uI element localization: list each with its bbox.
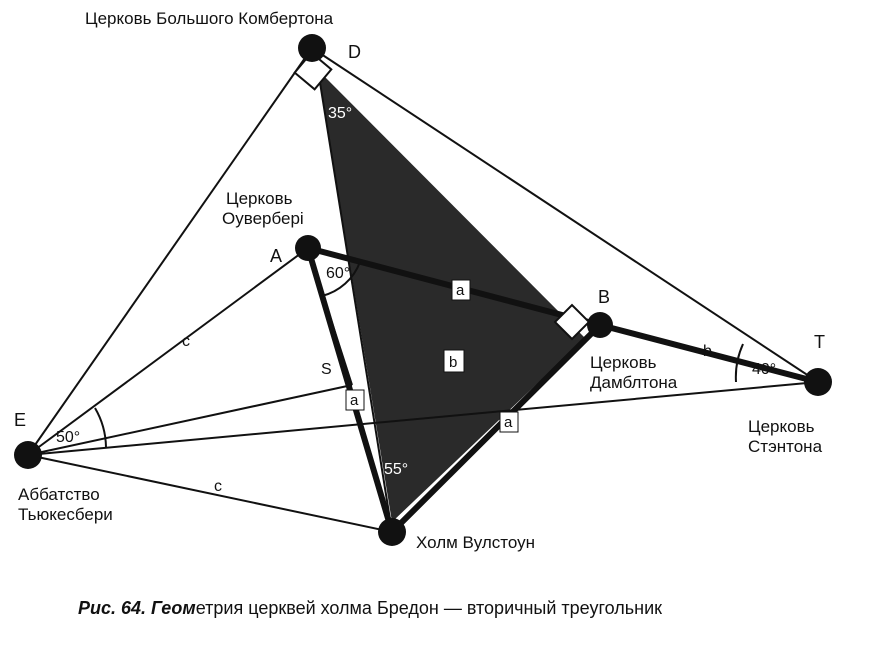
box-a-BW [499,411,519,433]
label-B-line2: Дамблтона [590,373,678,392]
line-D-W [317,69,393,533]
arc-E [94,407,107,448]
label-T-line1: Церковь [748,417,815,436]
seg-c-EW: c [214,478,222,495]
seg-b-inner: b [449,354,457,371]
right-angle-marker-B [553,303,591,341]
caption-rest: етрия церквей холма Бредон — вторичный т… [196,598,662,618]
box-b-inner [443,349,465,373]
seg-a-BW: a [504,414,513,431]
caption-prefix: Рис. 64. Геом [78,598,196,618]
label-E-line1: Аббатство [18,485,100,504]
line-D-T [311,47,819,383]
label-B-line1: Церковь [590,353,657,372]
letter-T: T [814,332,825,352]
label-T-line2: Стэнтона [748,437,823,456]
angle-W: 55° [384,461,408,478]
label-A-line1: Церковь [226,189,293,208]
point-E [14,441,42,469]
letter-E: E [14,410,26,430]
box-a-AB [451,279,471,301]
figure-caption: Рис. 64. Геометрия церквей холма Бредон … [78,598,662,618]
angle-T: 40° [752,361,776,378]
angle-D: 35° [328,105,352,122]
arc-T [734,343,744,383]
seg-S: S [321,361,332,378]
seg-a-AB: a [456,282,465,299]
seg-a-AW: a [350,392,359,409]
seg-b-BT: b [703,343,712,360]
seg-c-EA: c [182,333,190,350]
label-W: Холм Вулстоун [416,533,535,552]
point-B [587,312,613,338]
line-E-S [27,384,353,456]
line-E-A [27,247,309,456]
line-B-W [389,322,603,535]
line-E-D [27,47,313,456]
line-E-W [27,454,393,533]
angle-arcs [94,261,744,448]
letter-B: B [598,287,610,307]
line-B-T [597,322,821,385]
label-D: Церковь Большого Комбертона [85,9,334,28]
line-E-T [27,381,819,456]
points [14,34,832,546]
letter-A: A [270,246,282,266]
label-A-line2: Оуверберi [222,209,304,228]
point-A [295,235,321,261]
angle-E: 50° [56,429,80,446]
construction-lines [27,47,819,533]
arc-A [321,261,361,297]
label-E-line2: Тьюкесбери [18,505,113,524]
point-W [378,518,406,546]
box-a-AW [345,389,365,411]
letter-D: D [348,42,361,62]
right-angle-marker-D [293,51,333,91]
point-T [804,368,832,396]
angle-A: 60° [326,265,350,282]
point-D [298,34,326,62]
